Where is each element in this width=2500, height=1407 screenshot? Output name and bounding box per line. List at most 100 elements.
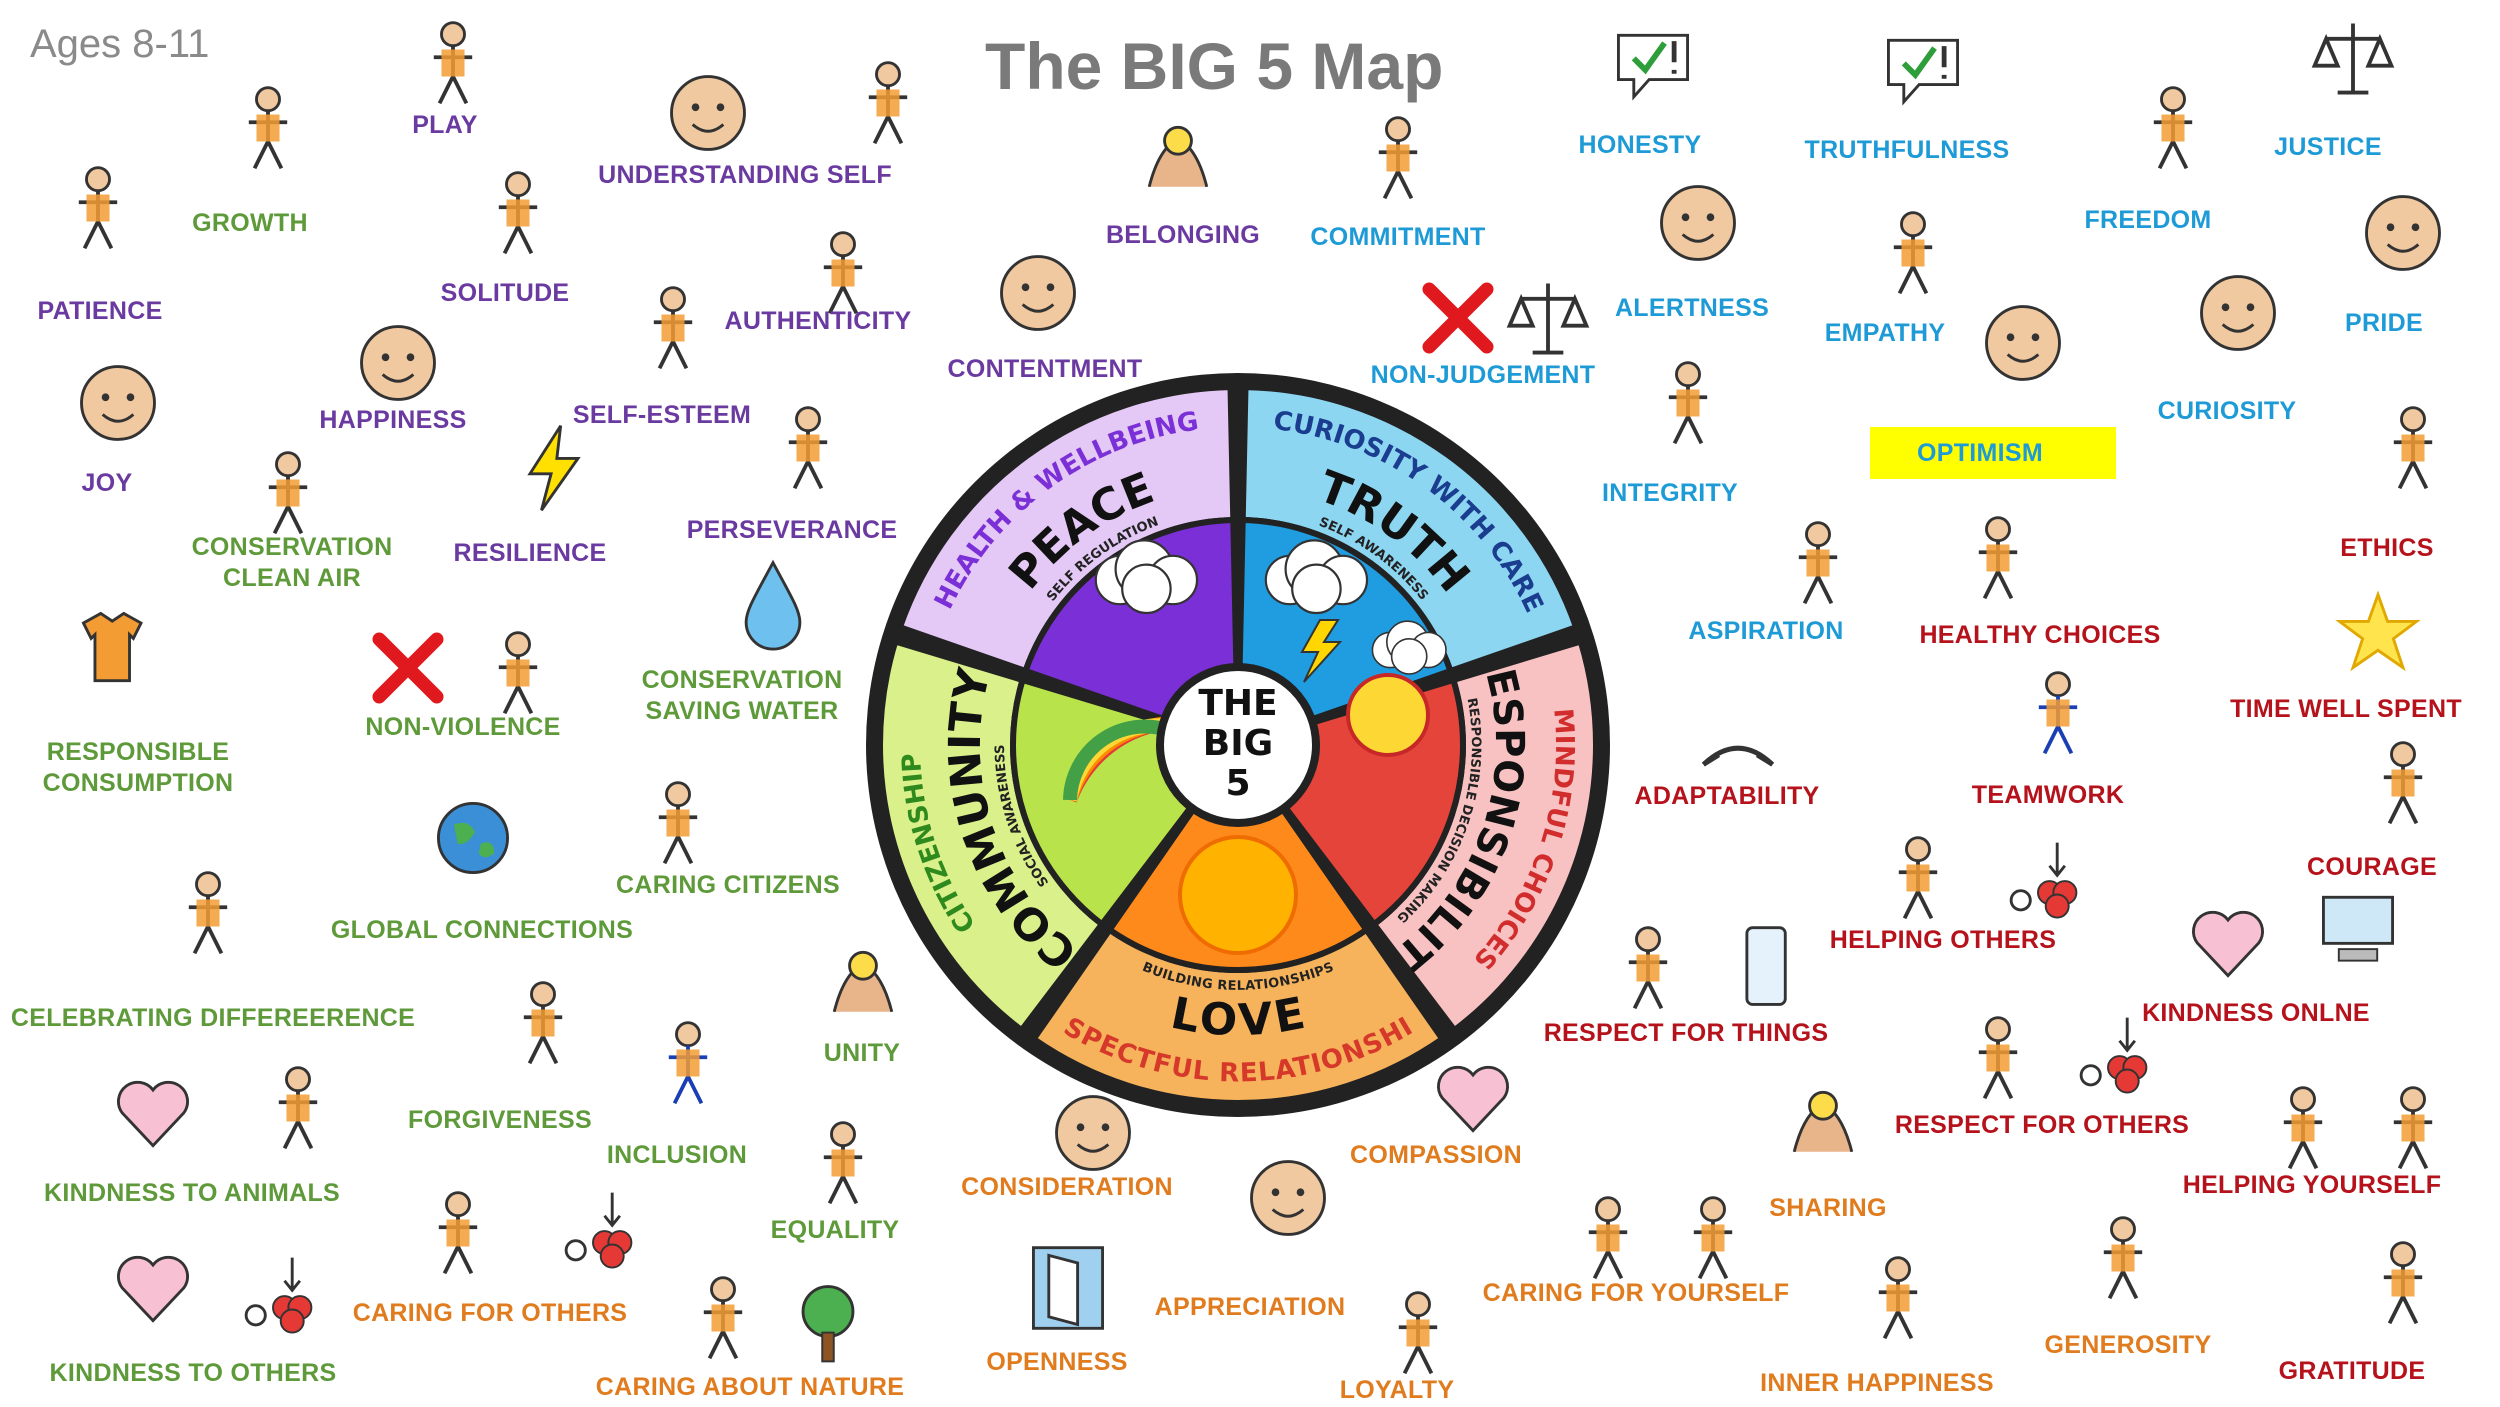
scales-icon (2305, 10, 2401, 111)
label-celebrating-difference: CELEBRATING DIFFEREERENCE (10, 1004, 416, 1032)
label-alertness: ALERTNESS (1614, 294, 1770, 322)
label-forgiveness: FORGIVENESS (408, 1106, 592, 1134)
cross-icon (360, 620, 456, 721)
lightning-icon (1300, 619, 1343, 683)
face-icon (1045, 1085, 1141, 1186)
tree-icon (780, 1275, 876, 1376)
lightning-icon (505, 420, 601, 521)
label-ethics: ETHICS (2340, 534, 2434, 562)
label-empathy: EMPATHY (1824, 319, 1946, 347)
face-icon (2190, 265, 2286, 366)
label-respect-for-others: RESPECT FOR OTHERS (1894, 1111, 2190, 1139)
label-optimism: OPTIMISM (1916, 439, 2044, 467)
label-loyalty: LOYALTY (1339, 1376, 1455, 1404)
person-icon (1640, 355, 1736, 456)
label-freedom: FREEDOM (2084, 206, 2212, 234)
label-kindness-to-others: KINDNESS TO OTHERS (49, 1359, 337, 1387)
person-icon (625, 280, 721, 381)
label-consideration: CONSIDERATION (961, 1173, 1173, 1201)
wheel-centre-text: 5 (1225, 763, 1250, 804)
label-sharing: SHARING (1769, 1194, 1887, 1222)
person-icon (795, 1115, 891, 1216)
people-icon (2010, 665, 2106, 766)
person-icon (2355, 735, 2451, 836)
person-icon (470, 625, 566, 726)
label-joy: JOY (81, 469, 133, 497)
face-icon (1650, 175, 1746, 276)
face-icon (2355, 185, 2451, 286)
label-caring-about-nature: CARING ABOUT NATURE (595, 1373, 905, 1401)
label-caring-citizens: CARING CITIZENS (616, 871, 840, 899)
age-range: Ages 8-11 (30, 22, 210, 66)
loyalty-icon (1370, 1285, 1466, 1386)
heart-icon (105, 1065, 201, 1166)
label-inclusion: INCLUSION (606, 1141, 748, 1169)
sun-icon (1178, 835, 1298, 955)
label-understanding-self: UNDERSTANDING SELF (598, 161, 892, 189)
label-global-connections: GLOBAL CONNECTIONS (330, 916, 634, 944)
label-pride: PRIDE (2345, 309, 2423, 337)
label-non-violence: NON-VIOLENCE (365, 713, 561, 741)
label-patience: PATIENCE (37, 297, 163, 325)
label-caring-for-others: CARING FOR OTHERS (352, 1299, 628, 1327)
person-icon (1865, 205, 1961, 306)
label-growth: GROWTH (192, 209, 308, 237)
label-truthfulness: TRUTHFULNESS (1804, 136, 2010, 164)
hands-icon (1775, 1075, 1871, 1176)
apples-icon (225, 1250, 321, 1351)
person-icon (405, 15, 501, 116)
label-justice: JUSTICE (2274, 133, 2382, 161)
door-icon (1020, 1240, 1116, 1341)
ethics-icon (2365, 400, 2461, 501)
label-helping-yourself: HELPING YOURSELF (2182, 1171, 2442, 1199)
water-drop-icon (725, 555, 821, 656)
face-icon (1975, 295, 2071, 396)
label-solitude: SOLITUDE (440, 279, 570, 307)
healthy-icon (1950, 510, 2046, 611)
person-icon (760, 400, 856, 501)
person-icon (675, 1270, 771, 1371)
apples-icon (2060, 1010, 2156, 1111)
label-resilience: RESILIENCE (453, 539, 607, 567)
optimism-highlight (1870, 427, 2116, 479)
person-icon (495, 975, 591, 1076)
person-icon (2365, 1080, 2461, 1181)
label-adaptability: ADAPTABILITY (1634, 782, 1820, 810)
person-icon (470, 165, 566, 266)
label-gratitude: GRATITUDE (2278, 1357, 2426, 1385)
globe-icon (425, 790, 521, 891)
rainbow-arc (1063, 719, 1170, 801)
label-aspiration: ASPIRATION (1688, 617, 1844, 645)
cloud-icon (1371, 620, 1447, 675)
wheel-centre-text: THE (1198, 683, 1277, 724)
person-icon (1870, 830, 1966, 931)
label-integrity: INTEGRITY (1601, 479, 1739, 507)
person-icon (630, 775, 726, 876)
label-happiness: HAPPINESS (319, 406, 467, 434)
face-icon (70, 355, 166, 456)
label-unity: UNITY (823, 1039, 901, 1067)
phone-icon (1720, 920, 1816, 1021)
label-kindness-online: KINDNESS ONLNE (2142, 999, 2370, 1027)
label-courage: COURAGE (2307, 853, 2437, 881)
label-honesty: HONESTY (1578, 131, 1702, 159)
speech-bubble-icon (1605, 20, 1701, 121)
apples-icon (1990, 835, 2086, 936)
person-icon (1600, 920, 1696, 1021)
label-authenticity: AUTHENTICITY (724, 307, 912, 335)
label-healthy-choices: HEALTHY CHOICES (1919, 621, 2161, 649)
computer-icon (2310, 880, 2406, 981)
faces-circle-icon (160, 865, 256, 966)
hands-icon (1130, 110, 1226, 211)
label-openness: OPENNESS (986, 1348, 1128, 1376)
label-curiosity: CURIOSITY (2157, 397, 2297, 425)
heart-icon (2180, 895, 2276, 996)
person-icon (50, 160, 146, 261)
label-compassion: COMPASSION (1350, 1141, 1522, 1169)
sun-icon (1346, 673, 1430, 757)
label-equality: EQUALITY (770, 1216, 900, 1244)
